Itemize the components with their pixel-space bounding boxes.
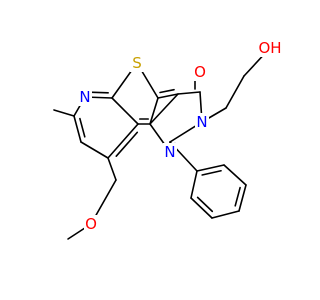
atom-s-label: S [132, 54, 142, 72]
bond-ph2-ph3 [223, 164, 247, 186]
double-bond-c9-cj [115, 131, 139, 158]
bond-c6-me [53, 109, 75, 117]
atom-n-ring-3-label: N [196, 113, 207, 131]
bond-c9a-c8a [149, 97, 159, 125]
bond-cj-c5a [111, 97, 139, 125]
bond-ph5-ph6 [190, 197, 213, 219]
double-bond-c4a-c9a [159, 88, 175, 94]
double-bond-ph1-ph2 [201, 169, 222, 176]
atom-n-ring-1: N [163, 143, 177, 161]
atom-n-pyridine: N [78, 88, 92, 106]
molecule-structure: S O OH N N N O [53, 39, 284, 240]
bond-c9-cj [107, 123, 139, 159]
atom-n-pyridine-label: N [79, 88, 90, 106]
double-bond-c5a-n7 [88, 91, 109, 94]
atom-o-ether-label: O [85, 215, 97, 233]
bond-ch2a-ch2b [225, 75, 245, 109]
atom-oh: OH [256, 39, 284, 57]
atom-oh-label: OH [258, 39, 281, 57]
atom-o-carbonyl: O [193, 63, 207, 81]
double-bond-ph5-ph6 [196, 196, 214, 213]
bond-c9a-c4a [157, 93, 179, 99]
bond-ph1-ph2 [196, 164, 225, 172]
bond-layer [53, 47, 271, 240]
bond-c6-c7 [73, 115, 82, 143]
bond-c4a-c4 [177, 91, 201, 95]
bond-ph6-ph1 [190, 170, 198, 199]
bond-ph4-ph5 [211, 210, 240, 219]
bond-c8a-c4a [149, 93, 179, 125]
bond-c9-c10 [107, 157, 117, 181]
atom-n-ring-3: N [195, 113, 209, 131]
bond-ph3-ph4 [238, 184, 247, 212]
atom-label-layer: S O OH N N N O [78, 39, 284, 233]
atom-o-carbonyl-label: O [194, 63, 206, 81]
atom-n-ring-1-label: N [164, 143, 175, 161]
atom-o-ether: O [84, 215, 98, 233]
atom-s: S [130, 54, 144, 72]
bond-c7-c9 [80, 141, 109, 159]
double-bond-c6-c7 [79, 117, 86, 138]
double-bond-ph3-ph4 [234, 186, 241, 207]
